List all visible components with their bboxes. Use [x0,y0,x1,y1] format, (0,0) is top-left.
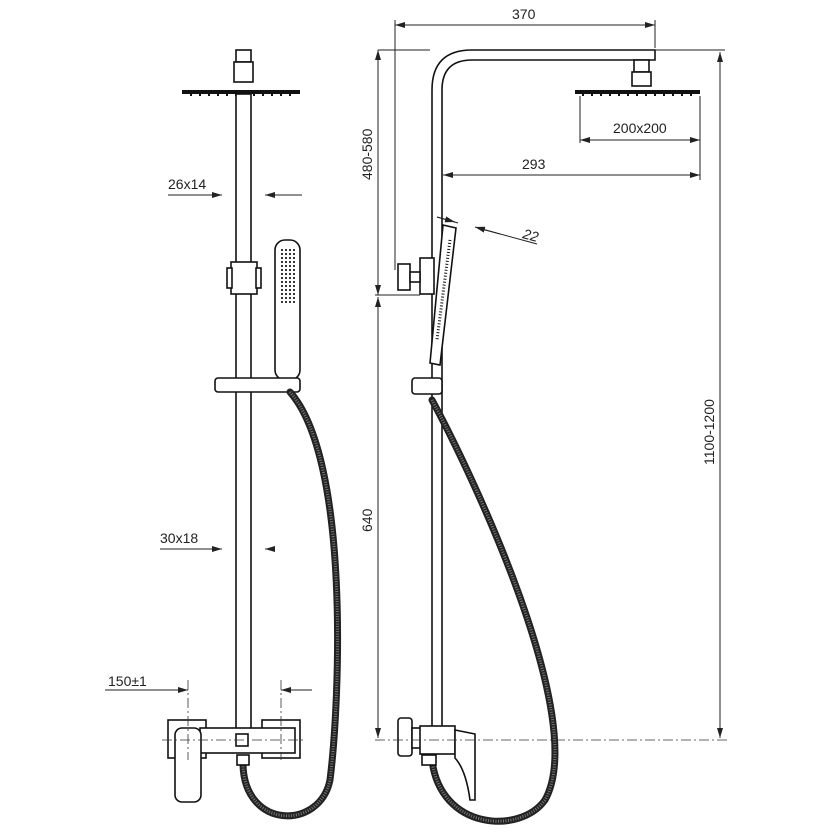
dim-inlet-spacing: 150±1 [108,673,147,689]
dim-head-size: 200x200 [613,120,667,136]
dim-total-width: 370 [512,6,536,22]
head-swivel [233,61,254,83]
dim-rail-bottom-section: 30x18 [160,530,198,546]
rail-bracket [230,261,258,295]
dim-handshower-width: 22 [520,225,540,245]
dim-upper-height: 480-580 [359,128,375,180]
side-view: 370 200x200 293 480-580 640 1100-1200 22 [359,6,730,825]
dim-total-height: 1100-1200 [701,399,717,465]
front-view: 26x14 30x18 150±1 [105,49,342,820]
dim-lower-height: 640 [359,508,375,532]
side-mixer-knob [397,717,413,757]
side-hand-shower [429,224,457,366]
mixer-lever [174,727,202,803]
shower-rail [235,93,252,735]
slide-holder [214,377,301,393]
side-mixer-lever [454,729,476,801]
side-bracket [419,257,435,295]
shower-column [431,49,656,741]
dim-rail-top-section: 26x14 [168,176,206,192]
head-connector [235,49,252,63]
dim-arm-reach: 293 [522,156,546,172]
